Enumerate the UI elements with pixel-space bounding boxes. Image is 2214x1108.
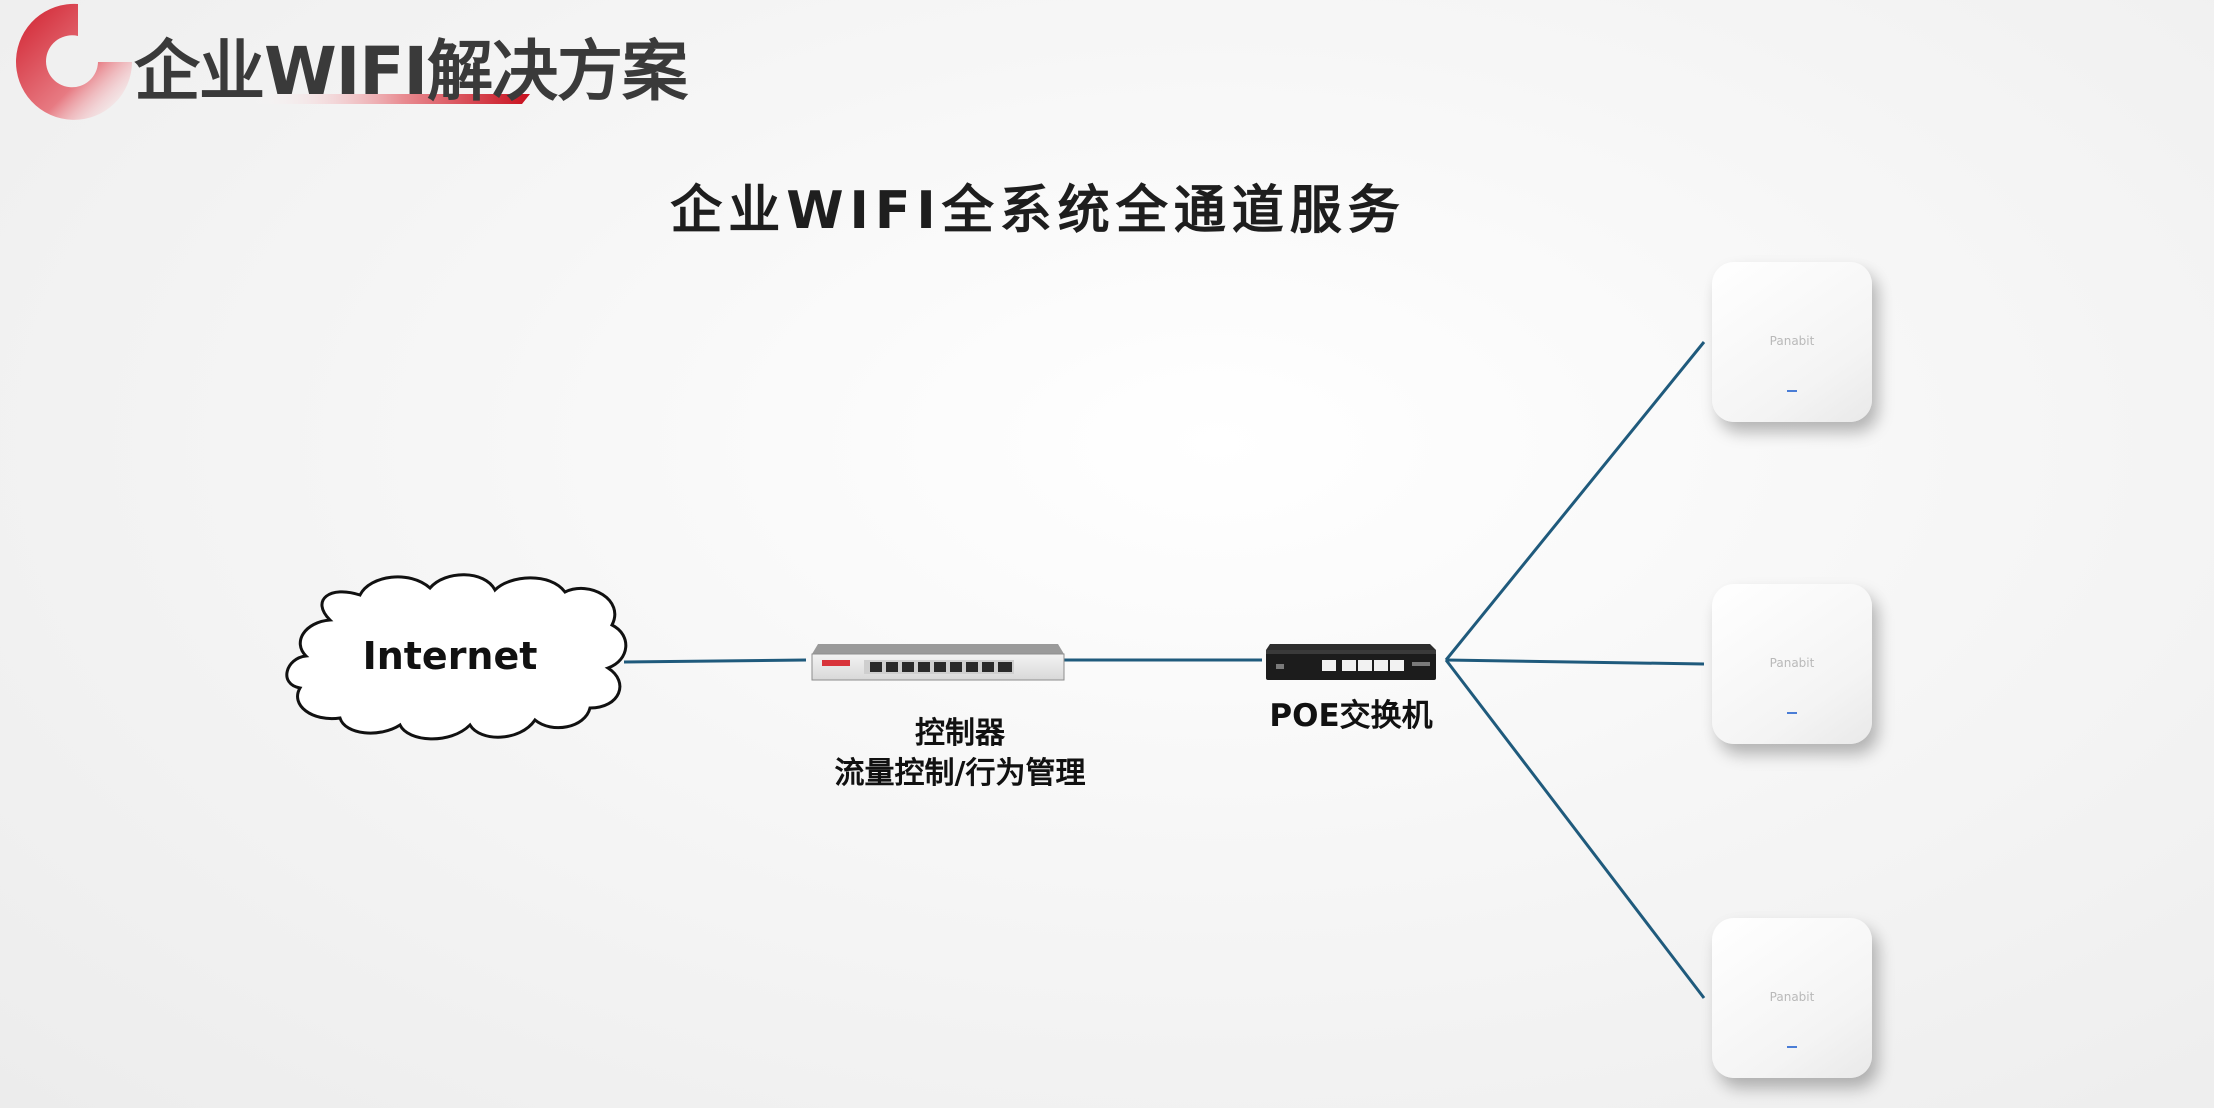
- diagram-subtitle: 企业WIFI全系统全通道服务: [670, 181, 1406, 241]
- link-switch-ap1: [1444, 341, 1706, 661]
- link-internet-controller: [623, 658, 807, 664]
- access-point-3: Panabit: [1712, 918, 1872, 1078]
- ap-brand-logo: Panabit: [1769, 334, 1815, 348]
- ap-status-led: [1787, 390, 1797, 392]
- access-point-1: Panabit: [1712, 262, 1872, 422]
- ap-status-led: [1787, 712, 1797, 714]
- internet-label: Internet: [362, 634, 538, 678]
- ap-status-led: [1787, 1046, 1797, 1048]
- header-logo-ring: [16, 3, 132, 120]
- controller-device-icon: [811, 644, 1065, 681]
- controller-label: 控制器 流量控制/行为管理: [780, 714, 1140, 794]
- controller-label-line2: 流量控制/行为管理: [834, 756, 1086, 791]
- poe-switch-icon: [1266, 644, 1436, 680]
- poe-switch-label: POE交换机: [1269, 698, 1433, 734]
- links: [623, 341, 1706, 999]
- ap-brand-logo: Panabit: [1769, 656, 1815, 670]
- link-switch-ap3: [1444, 659, 1706, 999]
- cloud-icon: [285, 573, 628, 741]
- link-switch-ap2: [1445, 658, 1705, 666]
- header-underline: [250, 94, 530, 104]
- access-point-2: Panabit: [1712, 584, 1872, 744]
- ap-brand-logo: Panabit: [1769, 990, 1815, 1004]
- page-title: 企业WIFI解决方案: [134, 33, 688, 110]
- controller-label-line1: 控制器: [915, 716, 1005, 751]
